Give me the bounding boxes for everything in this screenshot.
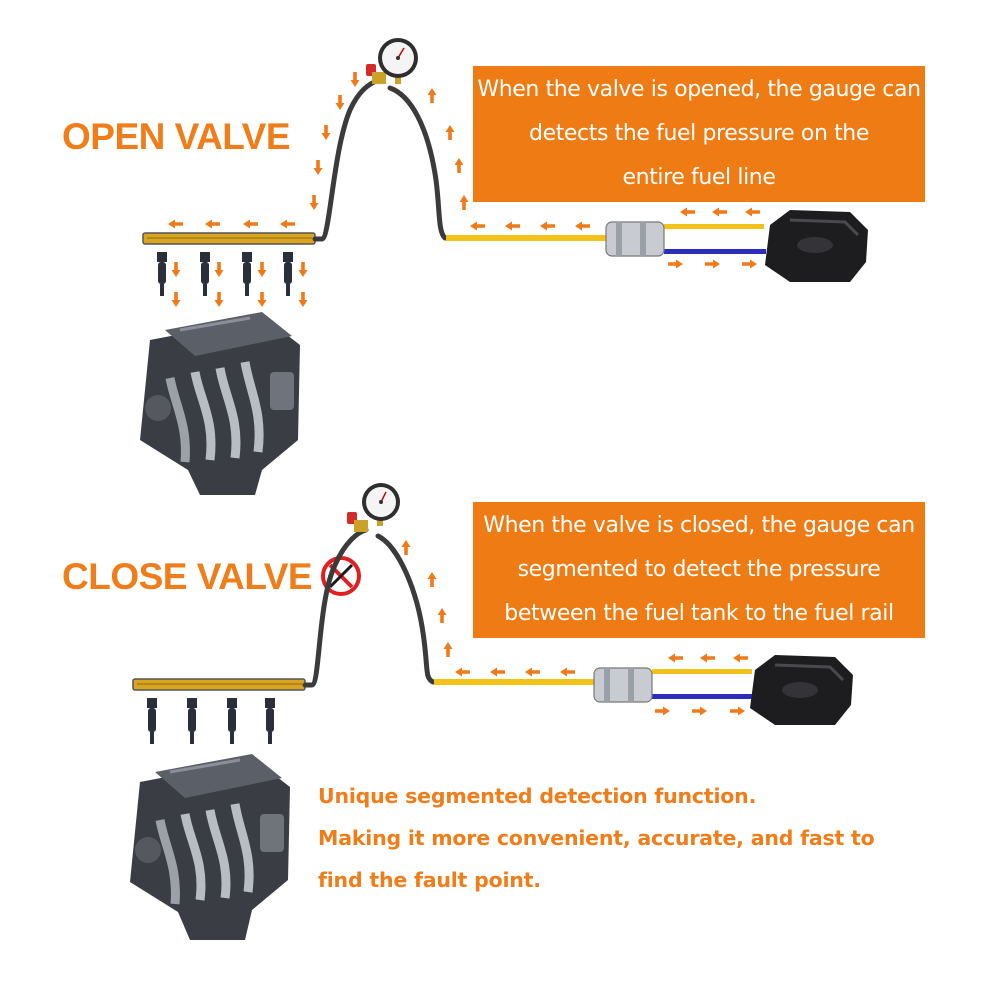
fuel-rail xyxy=(132,678,306,691)
pressure-gauge-icon xyxy=(378,38,418,84)
engine-illustration xyxy=(140,312,300,495)
callout-line: detects the fuel pressure on the xyxy=(529,121,869,146)
supply-fuel-line xyxy=(434,669,752,685)
pressure-gauge-icon xyxy=(362,483,400,526)
return-fuel-line xyxy=(652,694,752,699)
callout-line: between the fuel tank to the fuel rail xyxy=(504,601,894,626)
callout-line: When the valve is closed, the gauge can xyxy=(483,513,915,538)
feature-line: Making it more convenient, accurate, and… xyxy=(318,826,875,850)
close-valve-panel: CLOSE VALVE When the valve is closed, th… xyxy=(0,480,990,990)
flow-arrows xyxy=(401,540,748,716)
fuel-tank xyxy=(765,210,868,282)
valve-handle xyxy=(347,512,368,532)
fuel-filter xyxy=(605,221,665,257)
fuel-injectors xyxy=(147,698,275,744)
supply-fuel-line xyxy=(446,224,764,241)
open-valve-diagram xyxy=(140,38,868,495)
callout-line: entire fuel line xyxy=(622,165,776,190)
return-fuel-line xyxy=(664,249,766,254)
close-valve-callout: When the valve is closed, the gauge can … xyxy=(473,502,925,638)
fuel-tank xyxy=(750,655,853,725)
open-valve-panel: OPEN VALVE When the valve is opened, the… xyxy=(62,38,925,495)
fuel-rail xyxy=(142,232,316,245)
flow-arrows xyxy=(168,72,760,307)
gauge-hose xyxy=(312,77,448,242)
callout-line: When the valve is opened, the gauge can xyxy=(477,77,921,102)
feature-description: Unique segmented detection function. Mak… xyxy=(318,775,875,901)
callout-line: segmented to detect the pressure xyxy=(517,557,881,582)
open-valve-heading: OPEN VALVE xyxy=(62,116,291,157)
feature-line: Unique segmented detection function. xyxy=(318,784,757,808)
fuel-filter xyxy=(593,667,653,703)
gauge-hose xyxy=(302,527,436,688)
close-valve-diagram xyxy=(130,483,853,940)
valve-handle xyxy=(366,64,386,84)
engine-illustration xyxy=(130,754,290,940)
fuel-injectors xyxy=(157,252,293,296)
feature-line: find the fault point. xyxy=(318,868,541,892)
close-valve-heading: CLOSE VALVE xyxy=(62,556,313,597)
open-valve-callout: When the valve is opened, the gauge can … xyxy=(473,66,925,202)
